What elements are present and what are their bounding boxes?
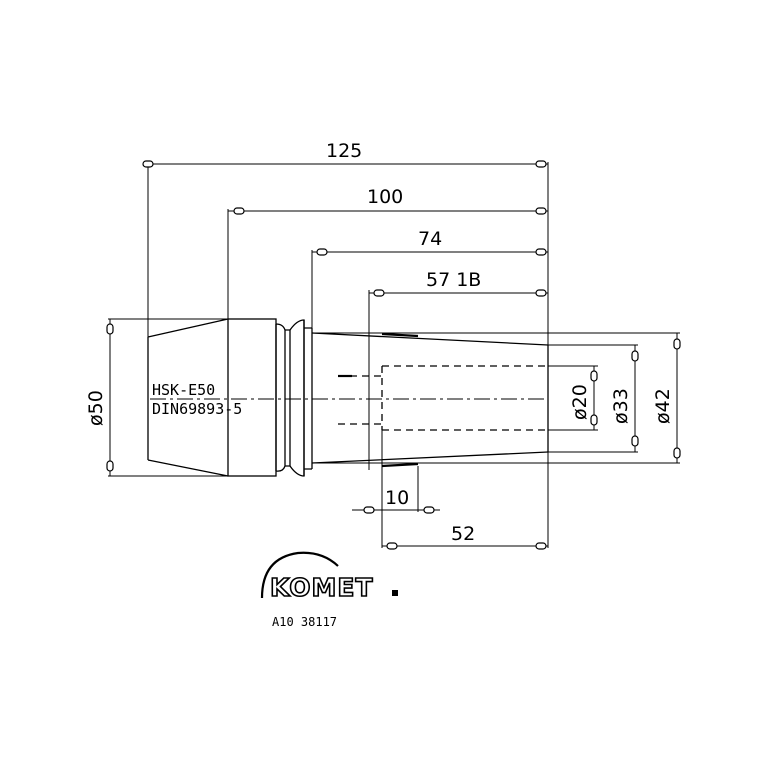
standard-label: DIN69893-5: [152, 400, 242, 418]
tick-10-l: [363, 506, 375, 514]
tick-57-r: [535, 289, 547, 297]
tick-50-t: [106, 323, 114, 335]
logo-dot: [392, 590, 398, 596]
tick-10-r: [423, 506, 435, 514]
tick-20-b: [590, 414, 598, 426]
diameter-dimensions: ø50 ø20 ø33 ø42: [85, 318, 681, 477]
tick-52-r: [535, 542, 547, 550]
dim-33-label: ø33: [610, 388, 632, 424]
tick-100-r: [535, 207, 547, 215]
logo-text: KOMET: [270, 573, 374, 602]
dim-125-label: 125: [326, 140, 362, 162]
collar: [303, 320, 313, 476]
tick-57-l: [373, 289, 385, 297]
groove-ring-2: [289, 319, 305, 477]
dim-10-label: 10: [385, 487, 409, 509]
tick-74-r: [535, 248, 547, 256]
flange: [227, 318, 277, 477]
taper-body: [311, 332, 549, 464]
bore-hidden-outline: [382, 365, 548, 431]
dim-74-label: 74: [418, 228, 442, 250]
tick-125-r: [535, 160, 547, 168]
groove-gap: [285, 329, 291, 467]
dim-50-label: ø50: [85, 390, 107, 426]
tick-33-b: [631, 435, 639, 447]
tick-125-l: [142, 160, 154, 168]
hsk-shank: [147, 318, 229, 477]
tick-74-l: [316, 248, 328, 256]
tick-42-t: [673, 338, 681, 350]
tick-20-t: [590, 370, 598, 382]
interface-label: HSK-E50: [152, 381, 215, 399]
logo-arc: [260, 551, 339, 599]
tick-33-t: [631, 350, 639, 362]
tick-50-b: [106, 460, 114, 472]
tick-100-l: [233, 207, 245, 215]
tick-52-l: [386, 542, 398, 550]
komet-logo: KOMET: [260, 551, 398, 603]
coolant-hidden-line: [338, 375, 382, 425]
part-number: A10 38117: [272, 615, 337, 629]
groove-ring-1: [275, 323, 286, 472]
horizontal-dimensions: 125 100 74 57 1B 10 52: [142, 140, 549, 550]
dim-57-label: 57 1B: [426, 269, 481, 291]
spec-text: HSK-E50 DIN69893-5: [152, 381, 242, 418]
dim-20-label: ø20: [569, 384, 591, 420]
body-edge-mark-bottom: [381, 462, 419, 468]
dim-52-label: 52: [451, 523, 475, 545]
dim-100-label: 100: [367, 186, 403, 208]
tick-42-b: [673, 447, 681, 459]
dim-42-label: ø42: [652, 388, 674, 424]
body-edge-mark-top: [381, 332, 419, 338]
